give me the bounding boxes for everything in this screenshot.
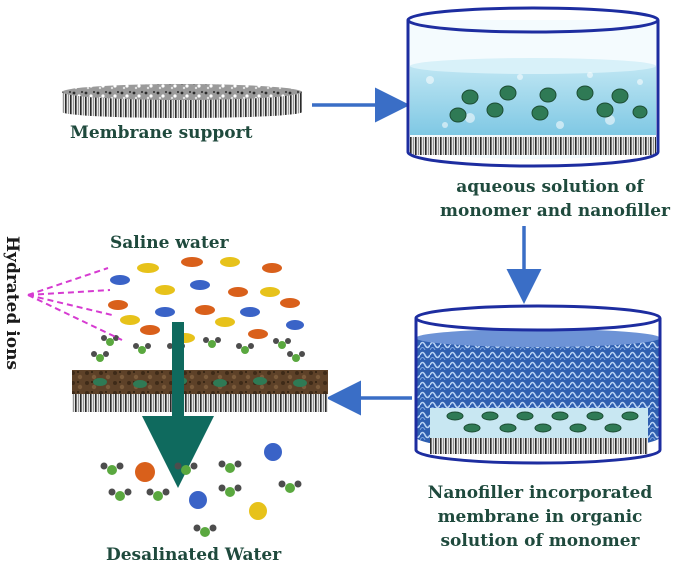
label-aqueous-line1: aqueous solution of [456, 177, 644, 197]
beaker-aqueous-icon [406, 6, 660, 168]
label-membrane-support: Membrane support [70, 123, 253, 143]
label-desalinated-water: Desalinated Water [106, 545, 282, 565]
label-saline-water: Saline water [110, 233, 229, 253]
label-nanofiller-line2: membrane in organic [437, 507, 643, 527]
hydrated-ion-pointers [27, 267, 123, 341]
label-nanofiller-line3: solution of monomer [440, 531, 640, 551]
nanocomposite-membrane-icon [72, 370, 328, 412]
label-nanofiller-line1: Nanofiller incorporated [427, 483, 653, 503]
label-hydrated-ions: Hydrated ions [2, 236, 22, 370]
membrane-support-disc-icon [62, 84, 302, 118]
permeate-molecules [100, 443, 302, 537]
saline-ions [91, 257, 305, 362]
beaker-organic-icon [414, 304, 662, 465]
label-aqueous-line2: monomer and nanofiller [440, 201, 671, 221]
